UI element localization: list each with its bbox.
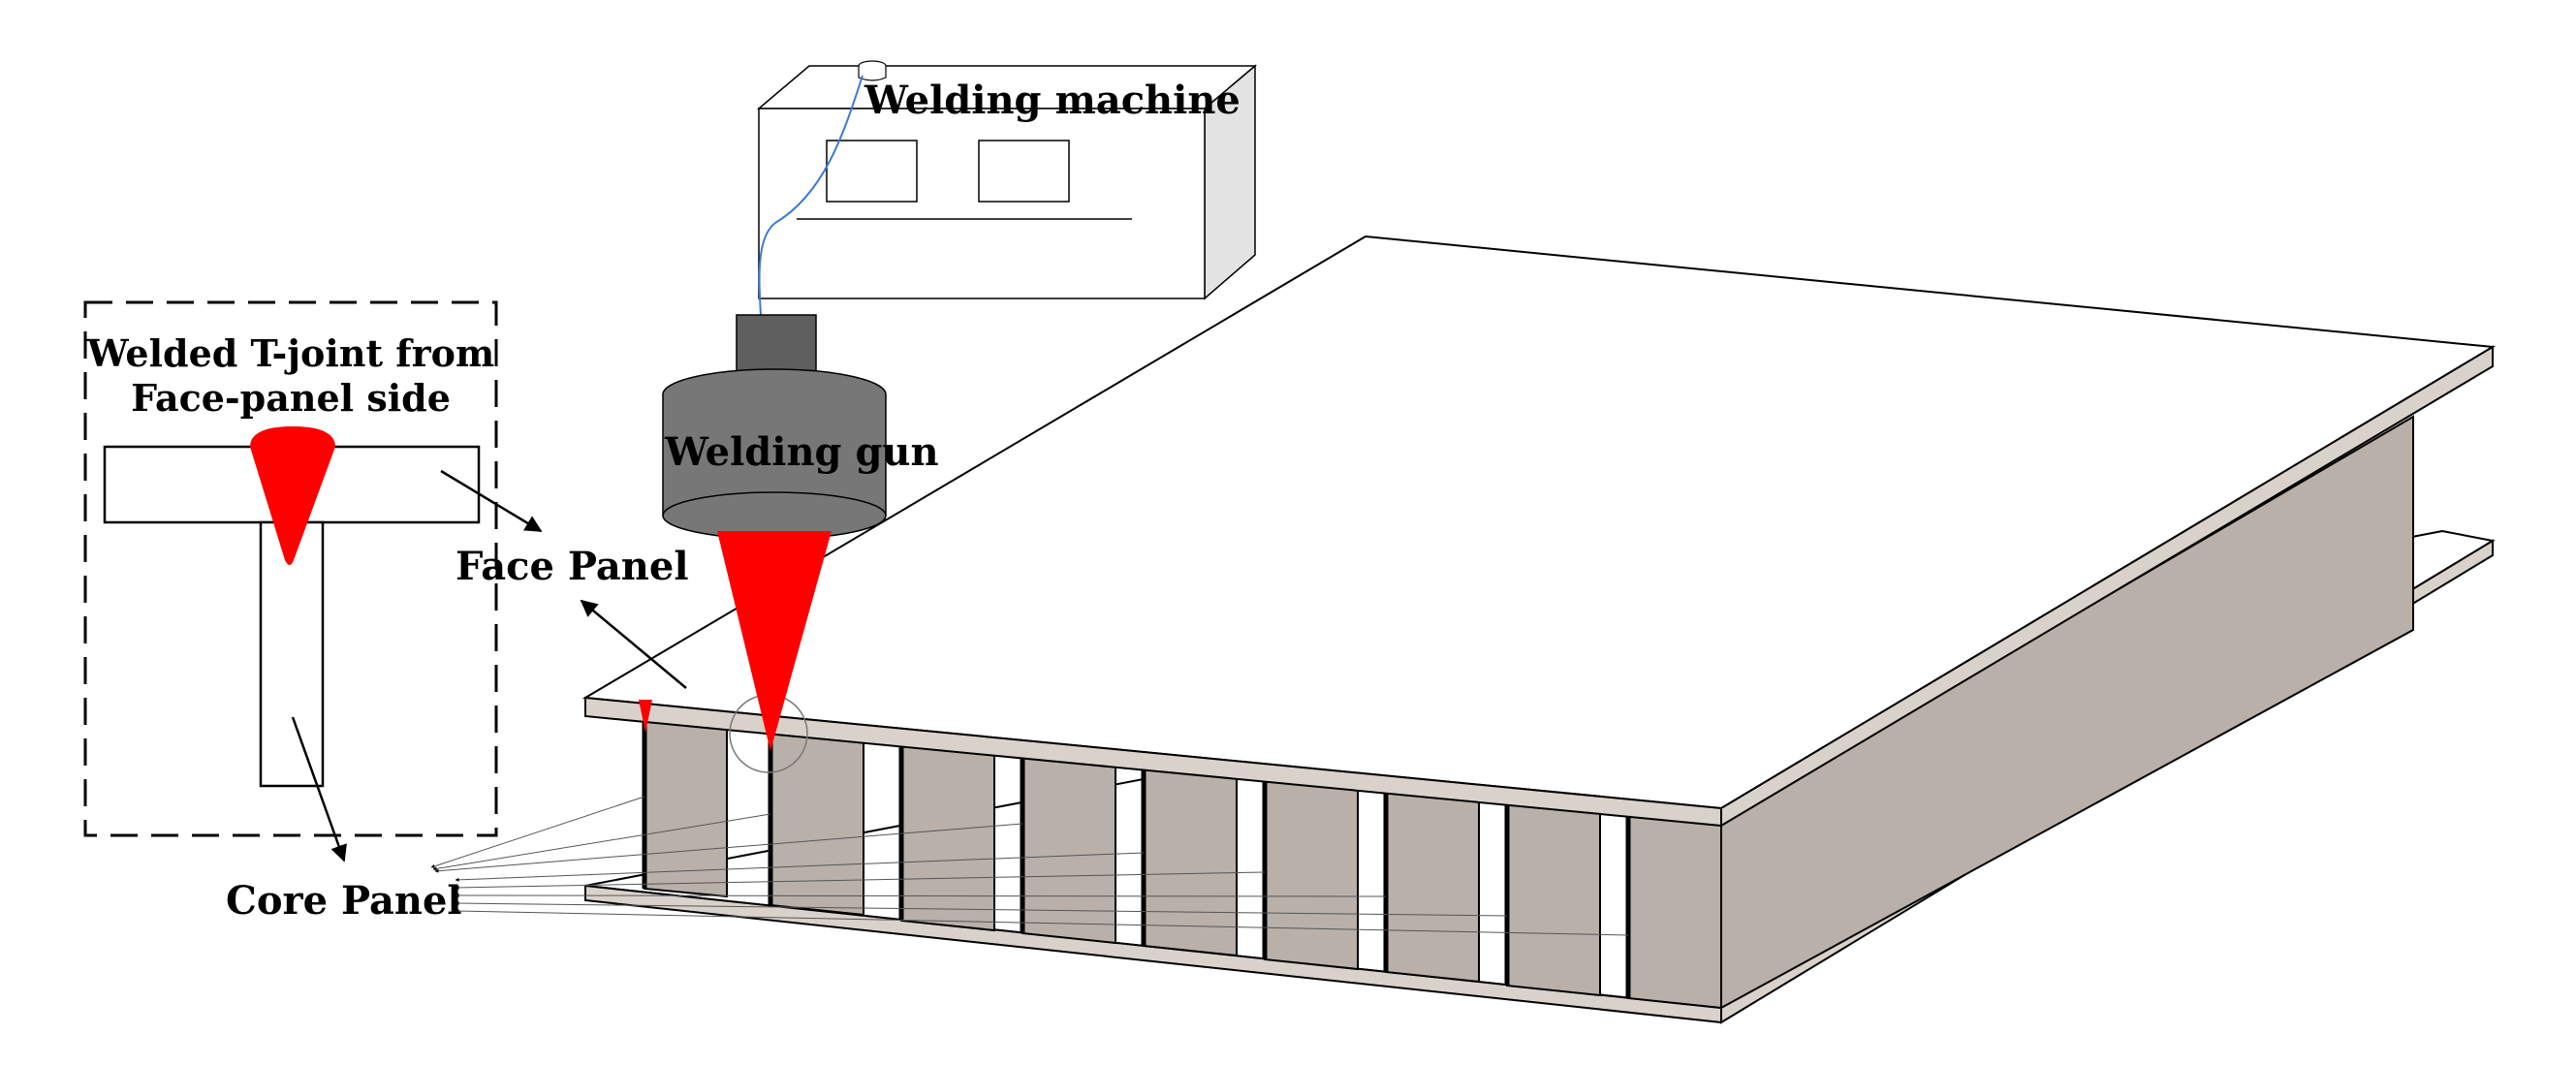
welding-gun: Welding gun [662,314,939,751]
face-panel-arrow-inset [440,469,543,533]
leader-line [455,894,1387,898]
core-web [1627,810,1722,1010]
core-panel-arrow-inset [291,716,347,862]
leader-line [430,796,645,868]
welding-cable [758,75,864,316]
tjoint-inset: Welded T-joint from Face-panel side [83,300,498,837]
leader-line [455,909,1629,936]
welding-beam [717,531,832,751]
leader-line [455,852,1145,882]
machine-display-left [826,140,918,203]
leader-line [455,871,1266,890]
face-panel-label: Face Panel [456,544,689,589]
inset-core-panel [259,520,325,788]
leader-line [432,813,771,871]
core-panel-leader-lines [430,796,1629,936]
core-web [1021,744,1116,945]
inset-dashed-border [83,300,498,837]
face-panel-callout: Face Panel [440,469,689,689]
cable-connector-body [858,66,887,81]
leader-line [455,901,1508,917]
sandwich-panel [581,235,2497,1024]
welding-machine: Welding machine [756,60,1258,316]
core-web [770,717,864,917]
core-panel-label: Core Panel [226,878,462,924]
face-panel-arrow-structure [580,599,687,689]
face-plate-side-edge [1720,345,2494,828]
core-web [644,705,728,898]
machine-display-right [978,140,1070,203]
weld-bead-mark [639,700,652,733]
inset-title-line1: Welded T-joint from [86,331,494,375]
welding-machine-label: Welding machine [864,78,1241,123]
core-web [1506,797,1601,997]
core-web [1264,770,1359,971]
inset-weld-bead [250,426,335,565]
welding-gun-label: Welding gun [664,429,939,475]
machine-front-face [758,108,1206,299]
core-panel-callout: Core Panel [226,716,1629,936]
core-web [1385,784,1480,984]
leader-line [434,823,1023,873]
inset-title-line2: Face-panel side [131,376,451,420]
